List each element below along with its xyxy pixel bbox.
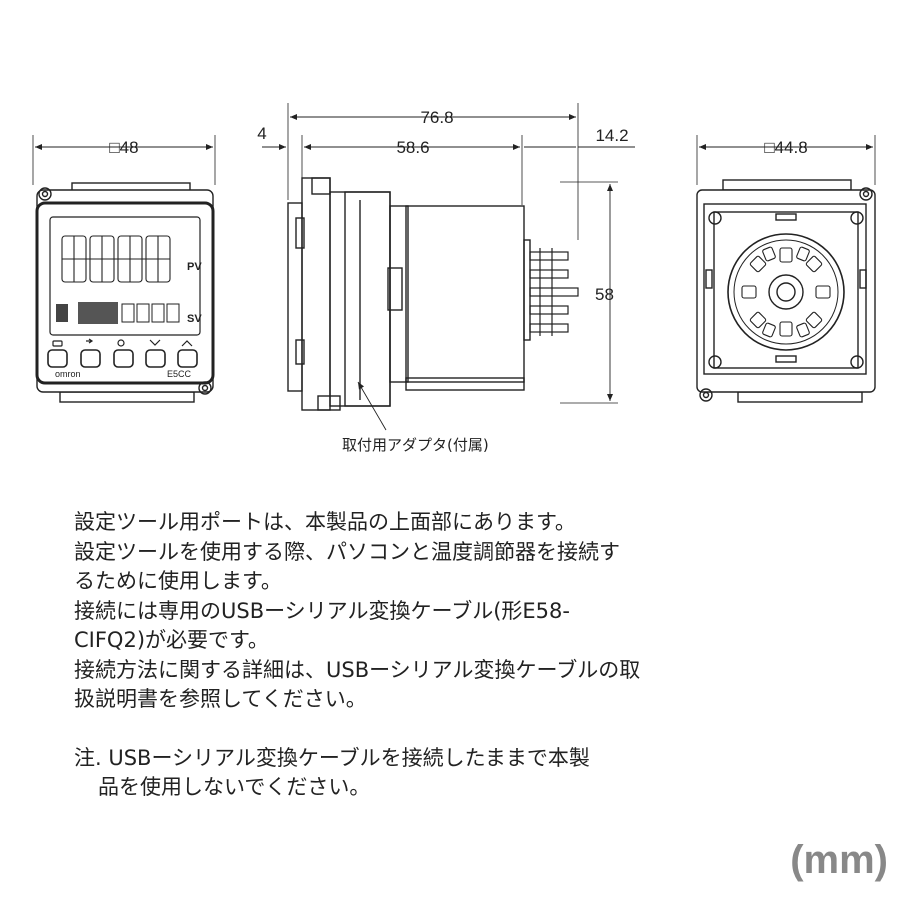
side-view — [262, 103, 635, 431]
annotation-line: 注. USBーシリアル変換ケーブルを接続したままで本製 — [74, 745, 590, 770]
height-label: 58 — [595, 285, 614, 304]
annotation-line: 品を使用しないでください。 — [98, 775, 371, 799]
pv-label: PV — [187, 261, 202, 273]
note-line: 設定ツール用ポートは、本製品の上面部にあります。 — [74, 510, 576, 534]
unit-label: (mm) — [790, 838, 888, 882]
note-line: 接続方法に関する詳細は、USBーシリアル変換ケーブルの取 — [74, 657, 641, 682]
rear-view — [696, 135, 876, 403]
notes-block: 設定ツール用ポートは、本製品の上面部にあります。 設定ツールを使用する際、パソコ… — [74, 508, 774, 803]
sv-label: SV — [187, 313, 202, 325]
terminal-length-label: 14.2 — [595, 126, 628, 145]
rear-width-label: □44.8 — [764, 138, 807, 157]
panel-offset-label: 4 — [257, 124, 266, 143]
model-label: E5CC — [167, 369, 192, 379]
total-depth-label: 76.8 — [420, 108, 453, 127]
adapter-callout: 取付用アダプタ(付属) — [342, 436, 489, 454]
note-line: 接続には専用のUSBーシリアル変換ケーブル(形E58- — [74, 598, 570, 623]
body-depth-label: 58.6 — [396, 138, 429, 157]
dimension-drawing: □48 PV SV omron E5CC — [32, 103, 876, 454]
note-line: 設定ツールを使用する際、パソコンと温度調節器を接続す — [74, 539, 620, 564]
note-line: CIFQ2)が必要です。 — [74, 628, 269, 652]
front-view — [32, 135, 216, 403]
note-line: 扱説明書を参照してください。 — [74, 687, 367, 711]
brand-label: omron — [55, 369, 81, 379]
note-line: るために使用します。 — [74, 569, 282, 593]
front-width-label: □48 — [109, 138, 138, 157]
